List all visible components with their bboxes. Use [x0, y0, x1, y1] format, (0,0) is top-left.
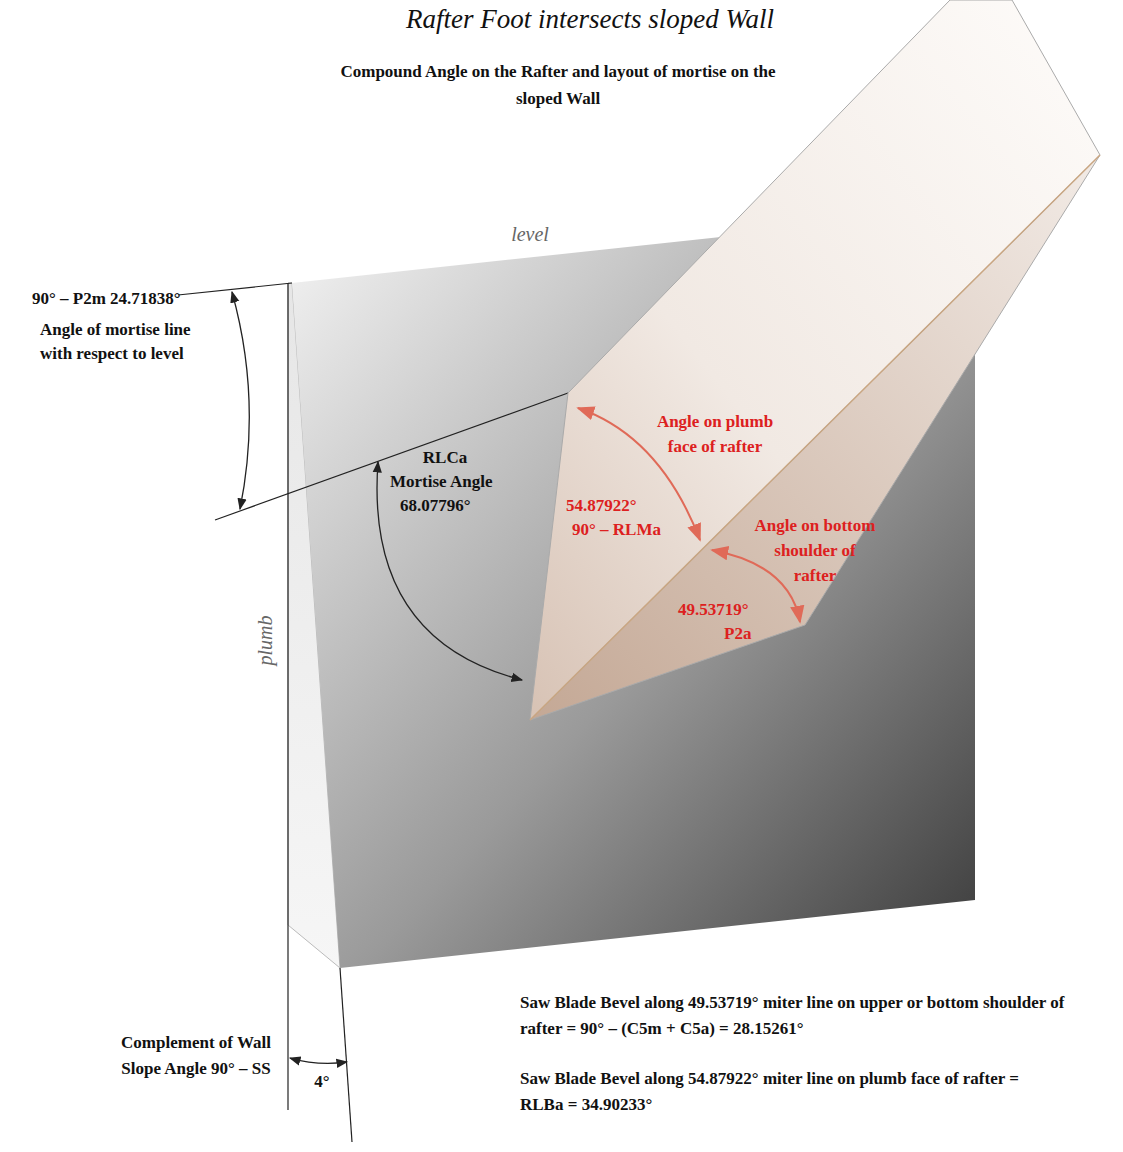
shoulder-angle-note: Angle on bottom shoulder of rafter — [752, 513, 878, 588]
angle-name: RLCa — [405, 446, 485, 470]
slope-note: Complement of Wall Slope Angle 90° – SS — [110, 1030, 282, 1082]
bevel-note: Saw Blade Bevel along 49.53719° miter li… — [520, 990, 1065, 1042]
face-angle-note: Angle on plumb face of rafter — [645, 409, 785, 459]
angle-value: 54.87922° — [566, 494, 637, 518]
angle-value: 68.07796° — [400, 494, 471, 518]
angle-note: Angle of mortise line with respect to le… — [40, 318, 220, 366]
plumb-label: plumb — [251, 601, 280, 681]
angle-value: 4° — [302, 1070, 342, 1094]
level-label: level — [490, 220, 570, 249]
angle-formula: P2a — [724, 622, 751, 646]
subtitle: Compound Angle on the Rafter and layout … — [318, 58, 798, 112]
angle-value: 90° – P2m 24.71838° — [32, 287, 181, 312]
diagram-title: Rafter Foot intersects sloped Wall — [290, 0, 890, 39]
angle-name: Mortise Angle — [390, 470, 492, 494]
bevel-note: Saw Blade Bevel along 54.87922° miter li… — [520, 1066, 1065, 1118]
angle-formula: 90° – RLMa — [572, 518, 661, 542]
angle-value: 49.53719° — [678, 598, 749, 622]
